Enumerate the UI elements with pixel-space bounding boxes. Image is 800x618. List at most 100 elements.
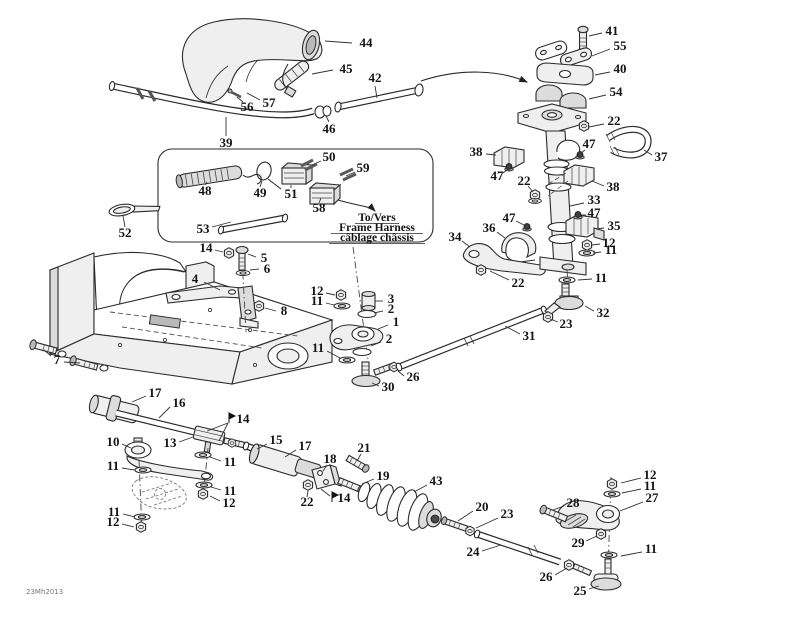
leader-line — [397, 370, 405, 377]
nut-22c — [475, 264, 487, 276]
bolt-21 — [345, 454, 370, 473]
heater-wire — [242, 173, 262, 185]
tie-rod-16 — [115, 409, 199, 437]
callout-14: 14 — [338, 490, 352, 505]
washer-11d — [134, 466, 152, 474]
leader-line — [374, 85, 378, 99]
callout-11: 11 — [108, 504, 120, 519]
leader-line — [502, 168, 509, 174]
leader-line — [247, 253, 257, 258]
callout-3: 3 — [388, 291, 395, 306]
callout-41: 41 — [606, 23, 619, 38]
washer-11f — [195, 481, 213, 489]
leader-line — [204, 181, 208, 186]
callout-24: 24 — [467, 544, 481, 559]
leader-line — [178, 436, 194, 443]
leader-line — [481, 544, 502, 552]
washer-11h — [603, 490, 621, 498]
leader-line — [588, 123, 605, 128]
leader-line — [324, 40, 353, 44]
callout-13: 13 — [164, 435, 178, 450]
nut-29 — [595, 528, 607, 540]
leader-line — [121, 467, 136, 471]
callout-22: 22 — [518, 173, 531, 188]
callout-22: 22 — [301, 494, 314, 509]
leader-line — [569, 202, 585, 207]
u-bolt-37 — [605, 125, 652, 159]
steering-column-top-clamp — [517, 25, 594, 134]
leader-line — [218, 422, 229, 442]
leader-line — [588, 94, 607, 100]
bolt-5 — [235, 245, 249, 271]
bolt-28 — [539, 504, 569, 523]
callout-50: 50 — [323, 149, 336, 164]
leader-line — [621, 488, 642, 494]
mount-arrow — [420, 71, 529, 83]
handlebar — [108, 81, 315, 119]
callout-11: 11 — [645, 541, 657, 556]
callout-27: 27 — [646, 490, 660, 505]
support-bracket-4 — [165, 285, 259, 329]
leader-line — [43, 349, 52, 357]
leader-line — [63, 361, 81, 364]
leader-line — [356, 453, 362, 462]
column-base-plate — [539, 256, 587, 276]
callout-47: 47 — [588, 205, 602, 220]
tool-52 — [108, 203, 161, 217]
callout-2: 2 — [388, 301, 395, 316]
leader-line — [259, 180, 263, 188]
connector-51 — [280, 162, 314, 186]
leader-line — [209, 456, 222, 462]
column-bracket-36 — [501, 232, 537, 263]
leader-line — [496, 231, 506, 239]
leader-line — [461, 240, 471, 248]
nut-23b — [465, 525, 475, 537]
grip-wire — [227, 63, 297, 99]
leader-line — [592, 251, 602, 254]
link-55 — [559, 47, 593, 67]
leader-line — [361, 478, 375, 485]
leader-line — [284, 449, 297, 458]
terminal-pins-59 — [339, 167, 357, 182]
tube-53 — [217, 213, 289, 235]
leader-line — [527, 185, 534, 193]
callout-12: 12 — [311, 283, 324, 298]
metric-flag-icon — [331, 491, 340, 502]
leader-line — [552, 505, 565, 511]
callout-47: 47 — [491, 168, 505, 183]
callout-51: 51 — [285, 186, 298, 201]
washer-11c — [558, 276, 576, 284]
callout-52: 52 — [119, 225, 132, 240]
callout-58: 58 — [313, 200, 327, 215]
leader-line — [311, 160, 322, 166]
callout-11: 11 — [644, 478, 656, 493]
leader-line — [580, 149, 586, 154]
leader-line — [320, 488, 331, 497]
bolt-20 — [440, 516, 469, 533]
handlebar-pipe — [334, 83, 424, 113]
callout-12: 12 — [603, 235, 616, 250]
heater-kit-box: To/Vers Frame Harness câblage châssis — [157, 148, 434, 244]
callout-12: 12 — [107, 514, 120, 529]
terminal-pins-50 — [300, 158, 318, 172]
drag-link-31 — [395, 305, 548, 372]
callout-26: 26 — [407, 369, 421, 384]
callout-32: 32 — [597, 305, 610, 320]
tie-rod-24 — [473, 529, 562, 566]
adjuster-13 — [192, 425, 246, 453]
callout-1: 1 — [393, 314, 400, 329]
cup-washer-2b — [352, 347, 372, 357]
leader-line — [121, 443, 132, 449]
leader-line — [489, 270, 510, 281]
leader-line — [306, 490, 309, 498]
note-cablage-chassis: câblage châssis — [340, 232, 414, 244]
callout-2: 2 — [386, 331, 393, 346]
steering-arm-27 — [555, 500, 621, 531]
callout-38: 38 — [470, 144, 484, 159]
brake-lever — [274, 60, 310, 91]
callout-16: 16 — [173, 395, 187, 410]
callout-22: 22 — [608, 113, 621, 128]
nut-14 — [223, 247, 235, 259]
callout-12: 12 — [223, 495, 236, 510]
